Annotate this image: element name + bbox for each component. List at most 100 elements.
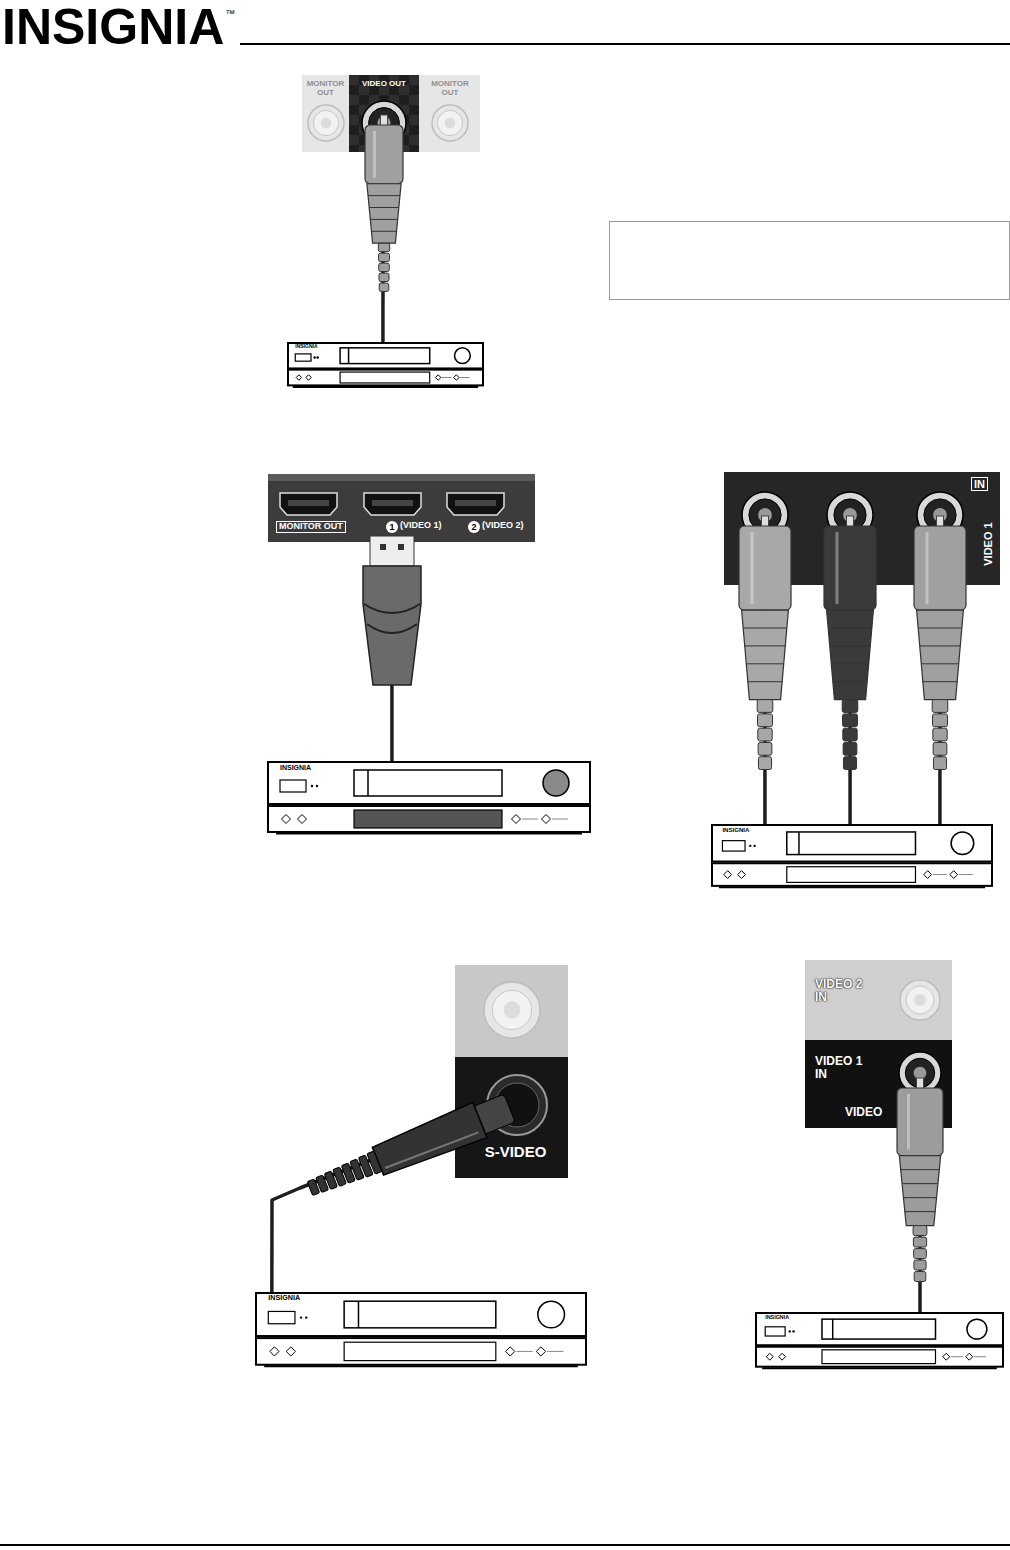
strain-relief xyxy=(914,1260,926,1270)
panel-texture xyxy=(409,95,419,105)
device-brand: INSIGNIA xyxy=(722,827,749,834)
panel-edge xyxy=(268,474,535,481)
device-button xyxy=(724,871,732,879)
device-button xyxy=(306,375,311,380)
strain-relief xyxy=(842,700,858,713)
plug-collar xyxy=(365,125,403,184)
strain-relief xyxy=(914,1272,926,1282)
receiver-device: INSIGNIA xyxy=(756,1313,1003,1367)
device-knob xyxy=(538,1301,565,1328)
device-top-unit xyxy=(256,1293,586,1336)
device-led xyxy=(311,785,313,787)
plug-collar xyxy=(897,1088,943,1156)
device-brand: INSIGNIA xyxy=(280,764,311,772)
device-button xyxy=(286,1347,295,1356)
plug-body xyxy=(371,1102,487,1178)
panel-texture xyxy=(349,135,359,145)
strain-relief xyxy=(843,757,856,770)
strain-relief xyxy=(379,273,389,281)
plug-body xyxy=(742,610,789,699)
strain-relief xyxy=(932,700,948,713)
plug-ridge xyxy=(921,663,958,664)
jack-panel-art xyxy=(724,472,1000,585)
output-jack-panel: MONITOR OUTVIDEO OUTMONITOR OUT xyxy=(302,75,480,152)
plug-collar xyxy=(739,526,791,610)
device-button xyxy=(270,1347,279,1356)
device-marking xyxy=(460,377,470,378)
device-bottom-unit xyxy=(256,1338,586,1365)
plug-ridge xyxy=(368,195,400,196)
display-divider xyxy=(358,1301,360,1328)
strain-relief xyxy=(758,714,773,727)
display-divider xyxy=(367,770,369,796)
hdmi-port xyxy=(280,493,337,515)
device-knob xyxy=(951,832,974,855)
device-led xyxy=(792,1330,794,1332)
strain-relief xyxy=(758,728,772,741)
hdmi-contacts xyxy=(372,500,413,506)
device-top-unit xyxy=(712,825,992,862)
device-foot xyxy=(264,1365,578,1367)
plug-highlight xyxy=(751,532,754,604)
plug-ridge xyxy=(901,1169,940,1170)
plug-ridge xyxy=(830,645,871,646)
plug-highlight xyxy=(373,131,376,178)
jack-label: VIDEO xyxy=(845,1106,882,1119)
plug-ridge xyxy=(905,1211,935,1212)
device-outline xyxy=(288,343,483,385)
device-led xyxy=(313,356,315,358)
jack-panel-art xyxy=(268,474,535,542)
plug-highlight xyxy=(926,532,929,604)
jack-ring xyxy=(432,105,468,141)
hdmi-jack-panel: MONITOR OUT1(VIDEO 1)2(VIDEO 2) xyxy=(268,474,535,542)
plug-ridge xyxy=(833,681,867,682)
strain-relief xyxy=(379,283,389,291)
plug-ridge xyxy=(902,1183,938,1184)
jack-center xyxy=(445,118,456,129)
device-marking xyxy=(951,1356,963,1357)
disc-tray xyxy=(344,1342,496,1360)
strain-relief xyxy=(843,728,857,741)
device-marking xyxy=(959,874,973,875)
device-button xyxy=(296,375,301,380)
jack-label: MONITOR OUT xyxy=(276,521,346,533)
device-bottom-unit xyxy=(756,1347,1003,1367)
jack-ring xyxy=(484,982,540,1038)
device-button xyxy=(454,375,459,380)
device-bottom-unit xyxy=(712,863,992,886)
device-marking xyxy=(442,377,452,378)
port-number: 1 xyxy=(386,521,398,533)
jack-label: VIDEO 1 IN xyxy=(815,1055,875,1081)
device-button xyxy=(542,815,551,824)
device-outline xyxy=(256,1293,586,1365)
device-led xyxy=(305,1316,307,1318)
plug-ridge xyxy=(828,628,872,629)
strain-relief xyxy=(933,728,947,741)
note-box xyxy=(610,222,1010,300)
device-marking xyxy=(974,1356,986,1357)
device-brand: INSIGNIA xyxy=(765,1315,789,1321)
jack-label: MONITOR OUT xyxy=(303,80,348,98)
panel-texture xyxy=(409,115,419,125)
strain-relief xyxy=(307,1179,320,1196)
plug-collar xyxy=(824,526,876,610)
plug-ridge xyxy=(743,628,787,629)
strain-relief xyxy=(913,1237,926,1247)
plug-ridge xyxy=(920,645,961,646)
device-button xyxy=(943,1353,950,1360)
hdmi-port xyxy=(447,493,504,515)
jack-center xyxy=(504,1002,521,1019)
device-top-unit xyxy=(288,343,483,368)
device-led xyxy=(753,845,755,847)
device-display xyxy=(822,1319,936,1339)
disc-tray xyxy=(354,810,502,828)
strain-relief xyxy=(933,714,948,727)
jack-ring xyxy=(900,980,940,1020)
device-bottom-unit xyxy=(268,806,590,832)
plug-ridge xyxy=(367,624,417,633)
device-outline xyxy=(268,762,590,832)
device-bottom-unit xyxy=(288,370,483,386)
plug-highlight xyxy=(385,1131,478,1170)
jack-socket xyxy=(437,110,462,135)
display-divider xyxy=(832,1319,834,1339)
